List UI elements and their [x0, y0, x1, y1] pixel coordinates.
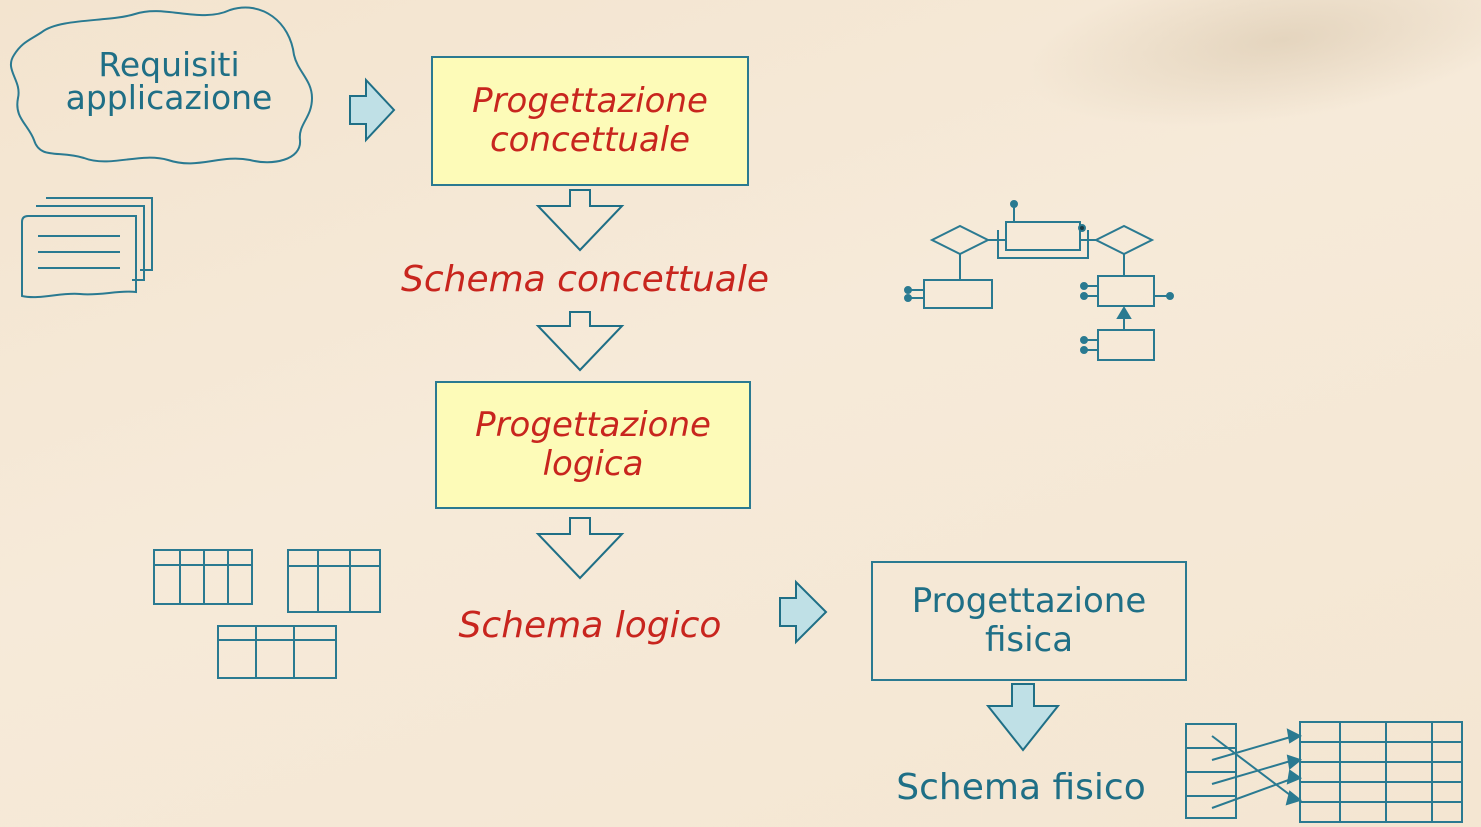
- arrow-down-2: [535, 311, 625, 372]
- conceptual-design-box: Progettazione concettuale: [431, 56, 749, 186]
- logical-design-line1: Progettazione: [475, 404, 711, 445]
- physical-schema-label: Schema fisico: [896, 767, 1146, 808]
- physical-design-box: Progettazione fisica: [871, 561, 1187, 681]
- requirements-line1: Requisiti: [98, 45, 240, 84]
- index-to-table-icon: [1185, 721, 1463, 823]
- logical-schema-label: Schema logico: [458, 605, 722, 646]
- conceptual-design-line2: concettuale: [489, 120, 691, 160]
- arrow-right-2: [779, 579, 828, 645]
- document-stack-icon: [21, 197, 153, 299]
- conceptual-schema-label: Schema concettuale: [400, 259, 769, 300]
- requirements-line2: applicazione: [65, 78, 273, 117]
- er-diagram-icon: [904, 200, 1174, 361]
- physical-design-line1: Progettazione: [911, 580, 1147, 621]
- arrow-down-1: [535, 189, 625, 252]
- requirements-label: Requisiti applicazione: [44, 48, 294, 114]
- logical-design-line2: logica: [542, 444, 644, 484]
- requirements-cloud-shape: [9, 6, 314, 165]
- arrow-right-1: [349, 77, 396, 143]
- physical-design-line2: fisica: [984, 620, 1074, 660]
- arrow-down-3: [535, 517, 625, 580]
- conceptual-design-line1: Progettazione: [472, 80, 708, 121]
- tables-icon: [153, 549, 381, 679]
- arrow-down-4: [985, 683, 1061, 752]
- logical-design-box: Progettazione logica: [435, 381, 751, 509]
